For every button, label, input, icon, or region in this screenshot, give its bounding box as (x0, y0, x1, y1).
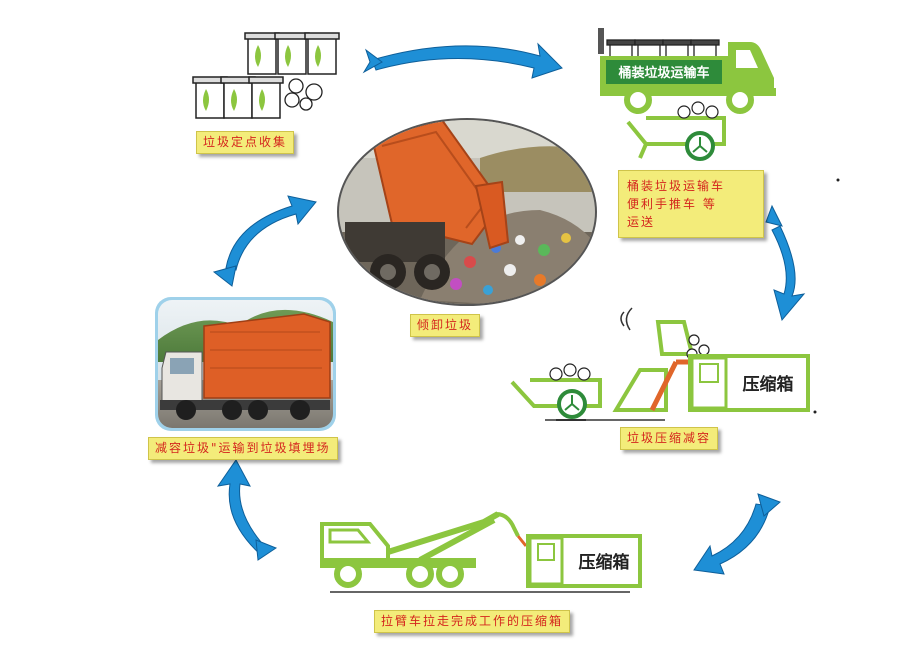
compressor-box-label: 压缩箱 (743, 374, 794, 395)
garbage-bags-icon (285, 79, 322, 110)
bin-truck-illustration (598, 28, 776, 159)
bins-illustration (193, 33, 339, 118)
bin-icon (245, 33, 279, 74)
label-truck-line-2: 便利手推车 等 (627, 195, 755, 213)
hook-truck-illustration: 压缩箱 (320, 514, 640, 592)
dumping-photo (337, 118, 600, 312)
bin-icon (249, 77, 283, 118)
arrow-down-icon (766, 206, 804, 320)
bin-icon (275, 33, 309, 74)
arrow-up-right-icon (214, 196, 316, 286)
hook-box-label: 压缩箱 (579, 552, 630, 573)
container-truck-photo (155, 297, 336, 431)
decorative-dot (837, 179, 840, 182)
label-truck-caption: 桶装垃圾运输车 便利手推车 等 运送 (618, 170, 764, 238)
label-compress: 垃圾压缩减容 (620, 427, 718, 450)
label-truck-line-3: 运送 (627, 213, 755, 231)
hand-cart-icon (512, 364, 600, 420)
label-truck-line-1: 桶装垃圾运输车 (627, 177, 755, 195)
truck-side-label: 桶装垃圾运输车 (617, 65, 709, 81)
label-hook: 拉臂车拉走完成工作的压缩箱 (374, 610, 570, 633)
label-dump: 倾卸垃圾 (410, 314, 480, 337)
arrow-up-icon (218, 460, 276, 560)
arrow-right-icon (364, 44, 562, 78)
label-collect: 垃圾定点收集 (196, 131, 294, 154)
bin-icon (305, 33, 339, 74)
decorative-dot (814, 411, 817, 414)
compressor-illustration: 压缩箱 (512, 308, 808, 420)
arrow-down-left-icon (694, 494, 780, 574)
label-transport: 减容垃圾"运输到垃圾填埋场 (148, 437, 338, 460)
